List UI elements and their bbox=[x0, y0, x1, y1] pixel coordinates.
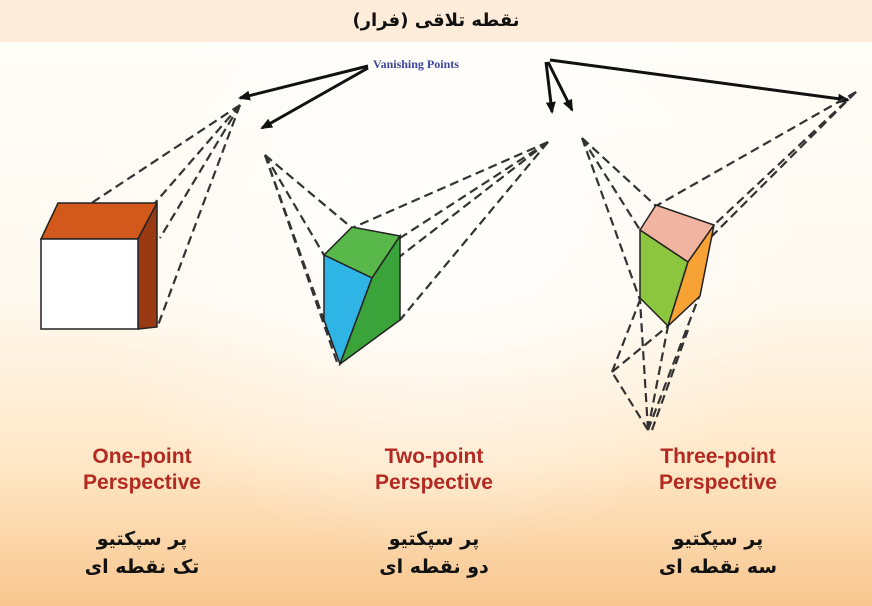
arrow-left-2 bbox=[260, 66, 369, 130]
fa-caption-one-point: پر سپکتیو تک نقطه ای bbox=[42, 525, 242, 581]
fa-caption-two-point: پر سپکتیو دو نقطه ای bbox=[334, 525, 534, 581]
arrow-right bbox=[549, 58, 850, 104]
fa-caption-two-point-line2: دو نقطه ای bbox=[379, 556, 489, 578]
vanishing-arrows bbox=[238, 58, 850, 130]
arrow-down-1 bbox=[544, 61, 556, 114]
arrow-left-1 bbox=[238, 64, 369, 101]
fa-caption-one-point-line1: پر سپکتیو bbox=[96, 528, 188, 550]
caption-one-point: One-point Perspective bbox=[42, 444, 242, 496]
fa-caption-three-point-line2: سه نقطه ای bbox=[658, 556, 778, 578]
fa-caption-three-point: پر سپکتیو سه نقطه ای bbox=[618, 525, 818, 581]
two-point-cube bbox=[322, 226, 402, 367]
cube1-top-face bbox=[39, 202, 159, 240]
fa-caption-one-point-line2: تک نقطه ای bbox=[84, 556, 200, 578]
fa-caption-three-point-line1: پر سپکتیو bbox=[672, 528, 764, 550]
page-title: نقطه تلاقی (فرار) bbox=[352, 10, 520, 31]
two-point-guides bbox=[263, 140, 549, 366]
caption-three-point: Three-point Perspective bbox=[618, 444, 818, 496]
caption-three-point-line2: Perspective bbox=[659, 471, 777, 494]
arrow-down-2 bbox=[546, 61, 574, 112]
cube2-right-face bbox=[338, 233, 401, 367]
one-point-cube bbox=[39, 202, 159, 330]
three-point-guides bbox=[580, 91, 857, 431]
three-point-cube bbox=[638, 204, 716, 329]
caption-two-point: Two-point Perspective bbox=[334, 444, 534, 496]
caption-three-point-line1: Three-point bbox=[660, 445, 776, 468]
caption-one-point-line1: One-point bbox=[92, 445, 192, 468]
vanishing-points-label: Vanishing Points bbox=[373, 57, 459, 71]
caption-two-point-line1: Two-point bbox=[384, 445, 484, 468]
caption-one-point-line2: Perspective bbox=[83, 471, 201, 494]
cube1-front-face bbox=[40, 238, 139, 330]
fa-caption-two-point-line1: پر سپکتیو bbox=[388, 528, 480, 550]
cube3-right-face bbox=[666, 224, 715, 329]
caption-two-point-line2: Perspective bbox=[375, 471, 493, 494]
